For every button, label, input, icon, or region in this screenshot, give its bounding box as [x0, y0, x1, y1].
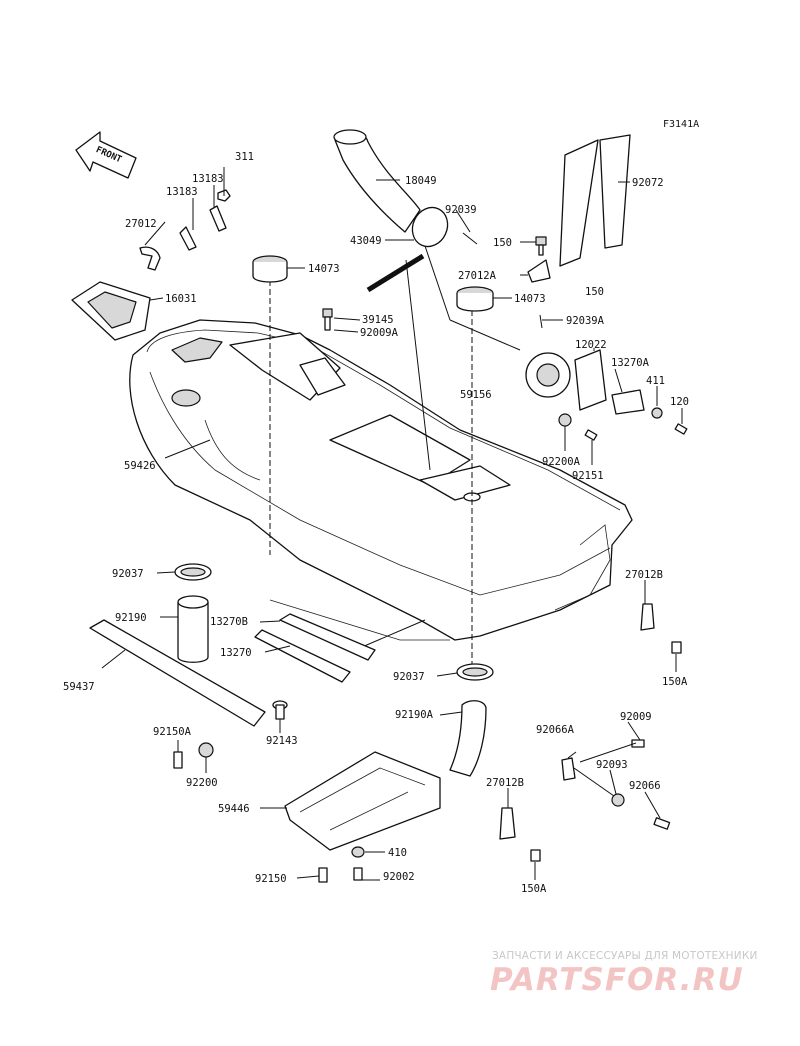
washer-92200A [558, 413, 572, 427]
label-14073-b: 14073 [514, 293, 546, 305]
bolt-92150A [173, 751, 183, 769]
label-13270: 13270 [220, 647, 252, 659]
label-92037-bottom: 92037 [393, 671, 425, 683]
bracket-27012A [527, 259, 551, 283]
label-92037-top: 92037 [112, 568, 144, 580]
strap-92072 [559, 134, 631, 267]
front-arrow-icon: FRONT [75, 131, 137, 179]
housing-59156 [525, 352, 571, 398]
bracket-13270A [611, 389, 645, 415]
figure-code: F3141A [663, 119, 700, 130]
label-311: 311 [235, 151, 254, 163]
label-12022: 12022 [575, 339, 607, 351]
plate-12022 [574, 349, 607, 411]
bolt-150 [535, 236, 547, 256]
label-14073-a: 14073 [308, 263, 340, 275]
label-411: 411 [646, 375, 665, 387]
label-13183-a: 13183 [192, 173, 224, 185]
bracket-27012B-top [640, 603, 655, 631]
cover-16031 [71, 281, 151, 341]
watermark-tagline: ЗАПЧАСТИ И АКСЕССУАРЫ ДЛЯ МОТОТЕХНИКИ [492, 950, 758, 962]
label-92039A: 92039A [566, 315, 605, 327]
bolt-150A-bottom [530, 849, 541, 862]
leader-lines [101, 167, 683, 881]
label-92009A: 92009A [360, 327, 399, 339]
screw-92066 [653, 817, 671, 830]
rail-59437 [89, 619, 266, 727]
bar-13270 [254, 629, 351, 683]
label-120: 120 [670, 396, 689, 408]
washer-410 [351, 846, 365, 858]
label-92072: 92072 [632, 177, 664, 189]
label-92066: 92066 [629, 780, 661, 792]
label-92143: 92143 [266, 735, 298, 747]
label-92200: 92200 [186, 777, 218, 789]
label-92150A: 92150A [153, 726, 192, 738]
label-27012: 27012 [125, 218, 157, 230]
clamp-92037-bottom [456, 663, 494, 681]
label-92066A: 92066A [536, 724, 575, 736]
label-92039: 92039 [445, 204, 477, 216]
washer-411 [651, 407, 663, 419]
cap-14073-left [252, 255, 288, 283]
part-labels: 311 13183 13183 27012 16031 14073 39145 … [63, 151, 689, 895]
bracket-27012B-bottom [499, 807, 516, 840]
screw-92150 [318, 867, 328, 883]
label-18049: 18049 [405, 175, 437, 187]
label-92009: 92009 [620, 711, 652, 723]
screw-92009 [631, 739, 645, 748]
bar-13270B [279, 613, 376, 661]
label-59156: 59156 [460, 389, 492, 401]
label-92200A: 92200A [542, 456, 581, 468]
hose-92190A [449, 700, 487, 777]
link-13183 [139, 189, 231, 271]
guide-lines [269, 239, 521, 665]
watermark-logo: PARTSFOR.RU [490, 962, 744, 998]
bolt-39145 [322, 308, 333, 331]
label-27012B-top: 27012B [625, 569, 663, 581]
label-150A-top: 150A [662, 676, 688, 688]
label-43049: 43049 [350, 235, 382, 247]
vent-strip [366, 253, 425, 293]
label-27012B-bottom: 27012B [486, 777, 524, 789]
label-13270A: 13270A [611, 357, 650, 369]
label-92002: 92002 [383, 871, 415, 883]
washer-92200 [198, 742, 214, 758]
label-92150: 92150 [255, 873, 287, 885]
label-59426: 59426 [124, 460, 156, 472]
label-410: 410 [388, 847, 407, 859]
label-150A-bottom: 150A [521, 883, 547, 895]
label-92190: 92190 [115, 612, 147, 624]
label-16031: 16031 [165, 293, 197, 305]
duct-18049 [333, 129, 421, 233]
screw-92039A [539, 314, 543, 329]
screw-120 [674, 423, 688, 435]
washer-92093 [611, 793, 625, 807]
gasket-43049 [411, 206, 449, 248]
plate-59446 [284, 751, 441, 851]
cap-14073-right [456, 286, 494, 312]
bolt-150A-top [671, 641, 682, 654]
label-13183-b: 13183 [166, 186, 198, 198]
label-92190A: 92190A [395, 709, 434, 721]
screw-92151 [584, 429, 598, 441]
label-59437: 59437 [63, 681, 95, 693]
bracket-92066A [561, 757, 576, 781]
clamp-92037-top [174, 563, 212, 581]
label-150-a: 150 [493, 237, 512, 249]
screw-92039 [462, 232, 478, 245]
label-27012A: 27012A [458, 270, 497, 282]
screw-92002 [353, 867, 363, 881]
label-150-b: 150 [585, 286, 604, 298]
label-39145: 39145 [362, 314, 394, 326]
label-92093: 92093 [596, 759, 628, 771]
label-92151: 92151 [572, 470, 604, 482]
hose-92190 [177, 595, 209, 663]
hull-body [129, 319, 633, 641]
label-13270B: 13270B [210, 616, 248, 628]
label-59446: 59446 [218, 803, 250, 815]
pin-92143 [272, 700, 288, 720]
